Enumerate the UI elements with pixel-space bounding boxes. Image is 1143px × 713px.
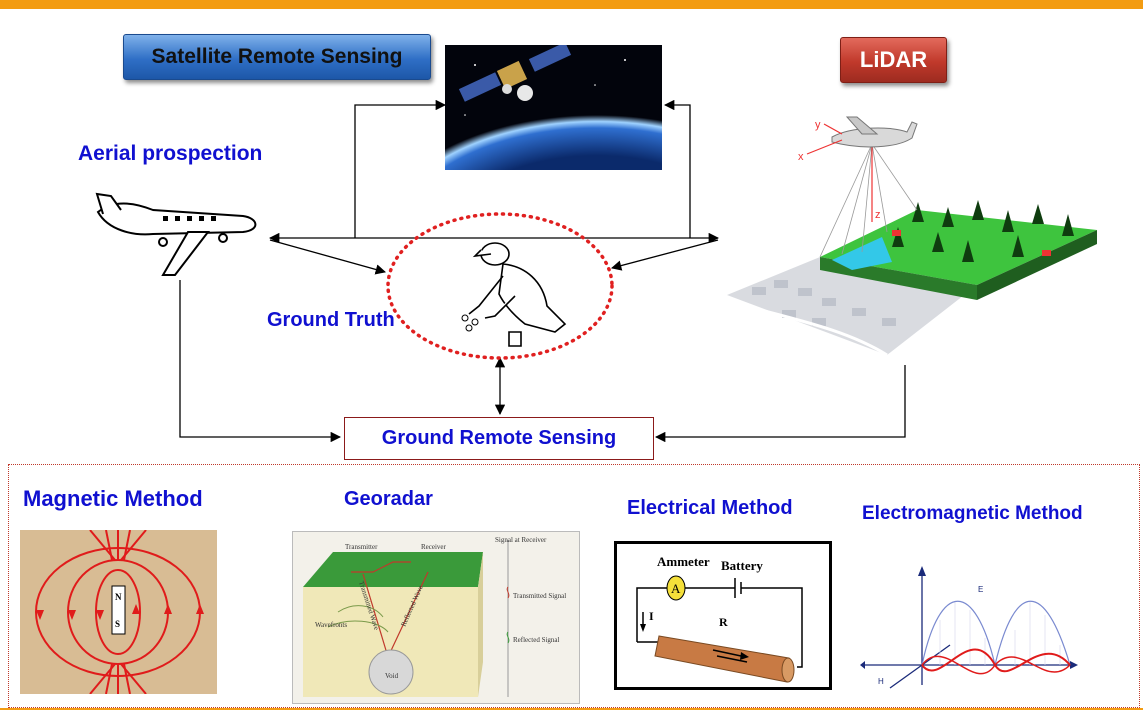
- current-label: I: [649, 609, 654, 623]
- top-accent-rule: [0, 0, 1143, 9]
- ground-truth-label: Ground Truth: [267, 309, 395, 331]
- lidar-axis-y: y: [815, 119, 821, 131]
- georadar-figure: Transmitter Receiver Signal at Receiver …: [292, 531, 580, 704]
- lidar-axis-x: x: [798, 151, 804, 163]
- electromagnetic-method-title: Electromagnetic Method: [862, 503, 1083, 524]
- ammeter-symbol: A: [671, 581, 681, 596]
- electrical-circuit-figure: A Ammeter Battery I R: [614, 541, 832, 690]
- aerial-prospection-label: Aerial prospection: [78, 142, 263, 165]
- resistance-label: R: [719, 615, 728, 629]
- lidar-axis-z: z: [875, 209, 881, 221]
- georadar-void-label: Void: [385, 672, 399, 680]
- georadar-receiver-label: Receiver: [421, 543, 447, 551]
- arrow-lidar-groundtruth: [610, 239, 719, 271]
- ground-truth-worker-sketch: [461, 242, 567, 347]
- arrow-to-satellite-left: [354, 99, 447, 238]
- em-h-label: H: [878, 677, 884, 686]
- ground-remote-sensing-box: Ground Remote Sensing: [344, 417, 654, 460]
- georadar-transmitter-label: Transmitter: [345, 543, 378, 551]
- magnet-south-label: S: [115, 619, 120, 629]
- georadar-title: Georadar: [344, 488, 433, 510]
- ground-truth-ellipse: [386, 212, 614, 360]
- ammeter-label: Ammeter: [657, 554, 710, 569]
- bottom-accent-rule: [0, 708, 1143, 710]
- arrow-to-satellite-right: [663, 99, 691, 238]
- satellite-image: [445, 45, 662, 170]
- magnet-north-label: N: [115, 592, 122, 602]
- georadar-transmitted-signal-label: Transmitted Signal: [513, 592, 566, 600]
- battery-label: Battery: [721, 558, 763, 573]
- methods-panel: [8, 464, 1140, 708]
- satellite-icon: [458, 45, 572, 102]
- magnetic-method-title: Magnetic Method: [23, 486, 203, 511]
- magnetic-field-figure: N S: [20, 530, 217, 694]
- electromagnetic-wave-figure: E H: [860, 566, 1078, 689]
- lidar-badge: LiDAR: [840, 37, 947, 83]
- georadar-wavefronts-label: Wavefronts: [315, 621, 347, 629]
- georadar-signal-at-receiver-label: Signal at Receiver: [495, 536, 547, 544]
- arrow-aerial-grs: [179, 280, 342, 443]
- georadar-reflected-signal-label: Reflected Signal: [513, 636, 560, 644]
- satellite-remote-sensing-badge: Satellite Remote Sensing: [123, 34, 431, 80]
- em-e-label: E: [978, 585, 983, 594]
- lidar-scene-illustration: x y z: [727, 116, 1097, 357]
- aerial-plane-sketch: [95, 192, 257, 276]
- arrow-lidar-grs: [654, 365, 906, 443]
- electrical-method-title: Electrical Method: [627, 497, 793, 519]
- arrow-aerial-groundtruth: [269, 239, 387, 275]
